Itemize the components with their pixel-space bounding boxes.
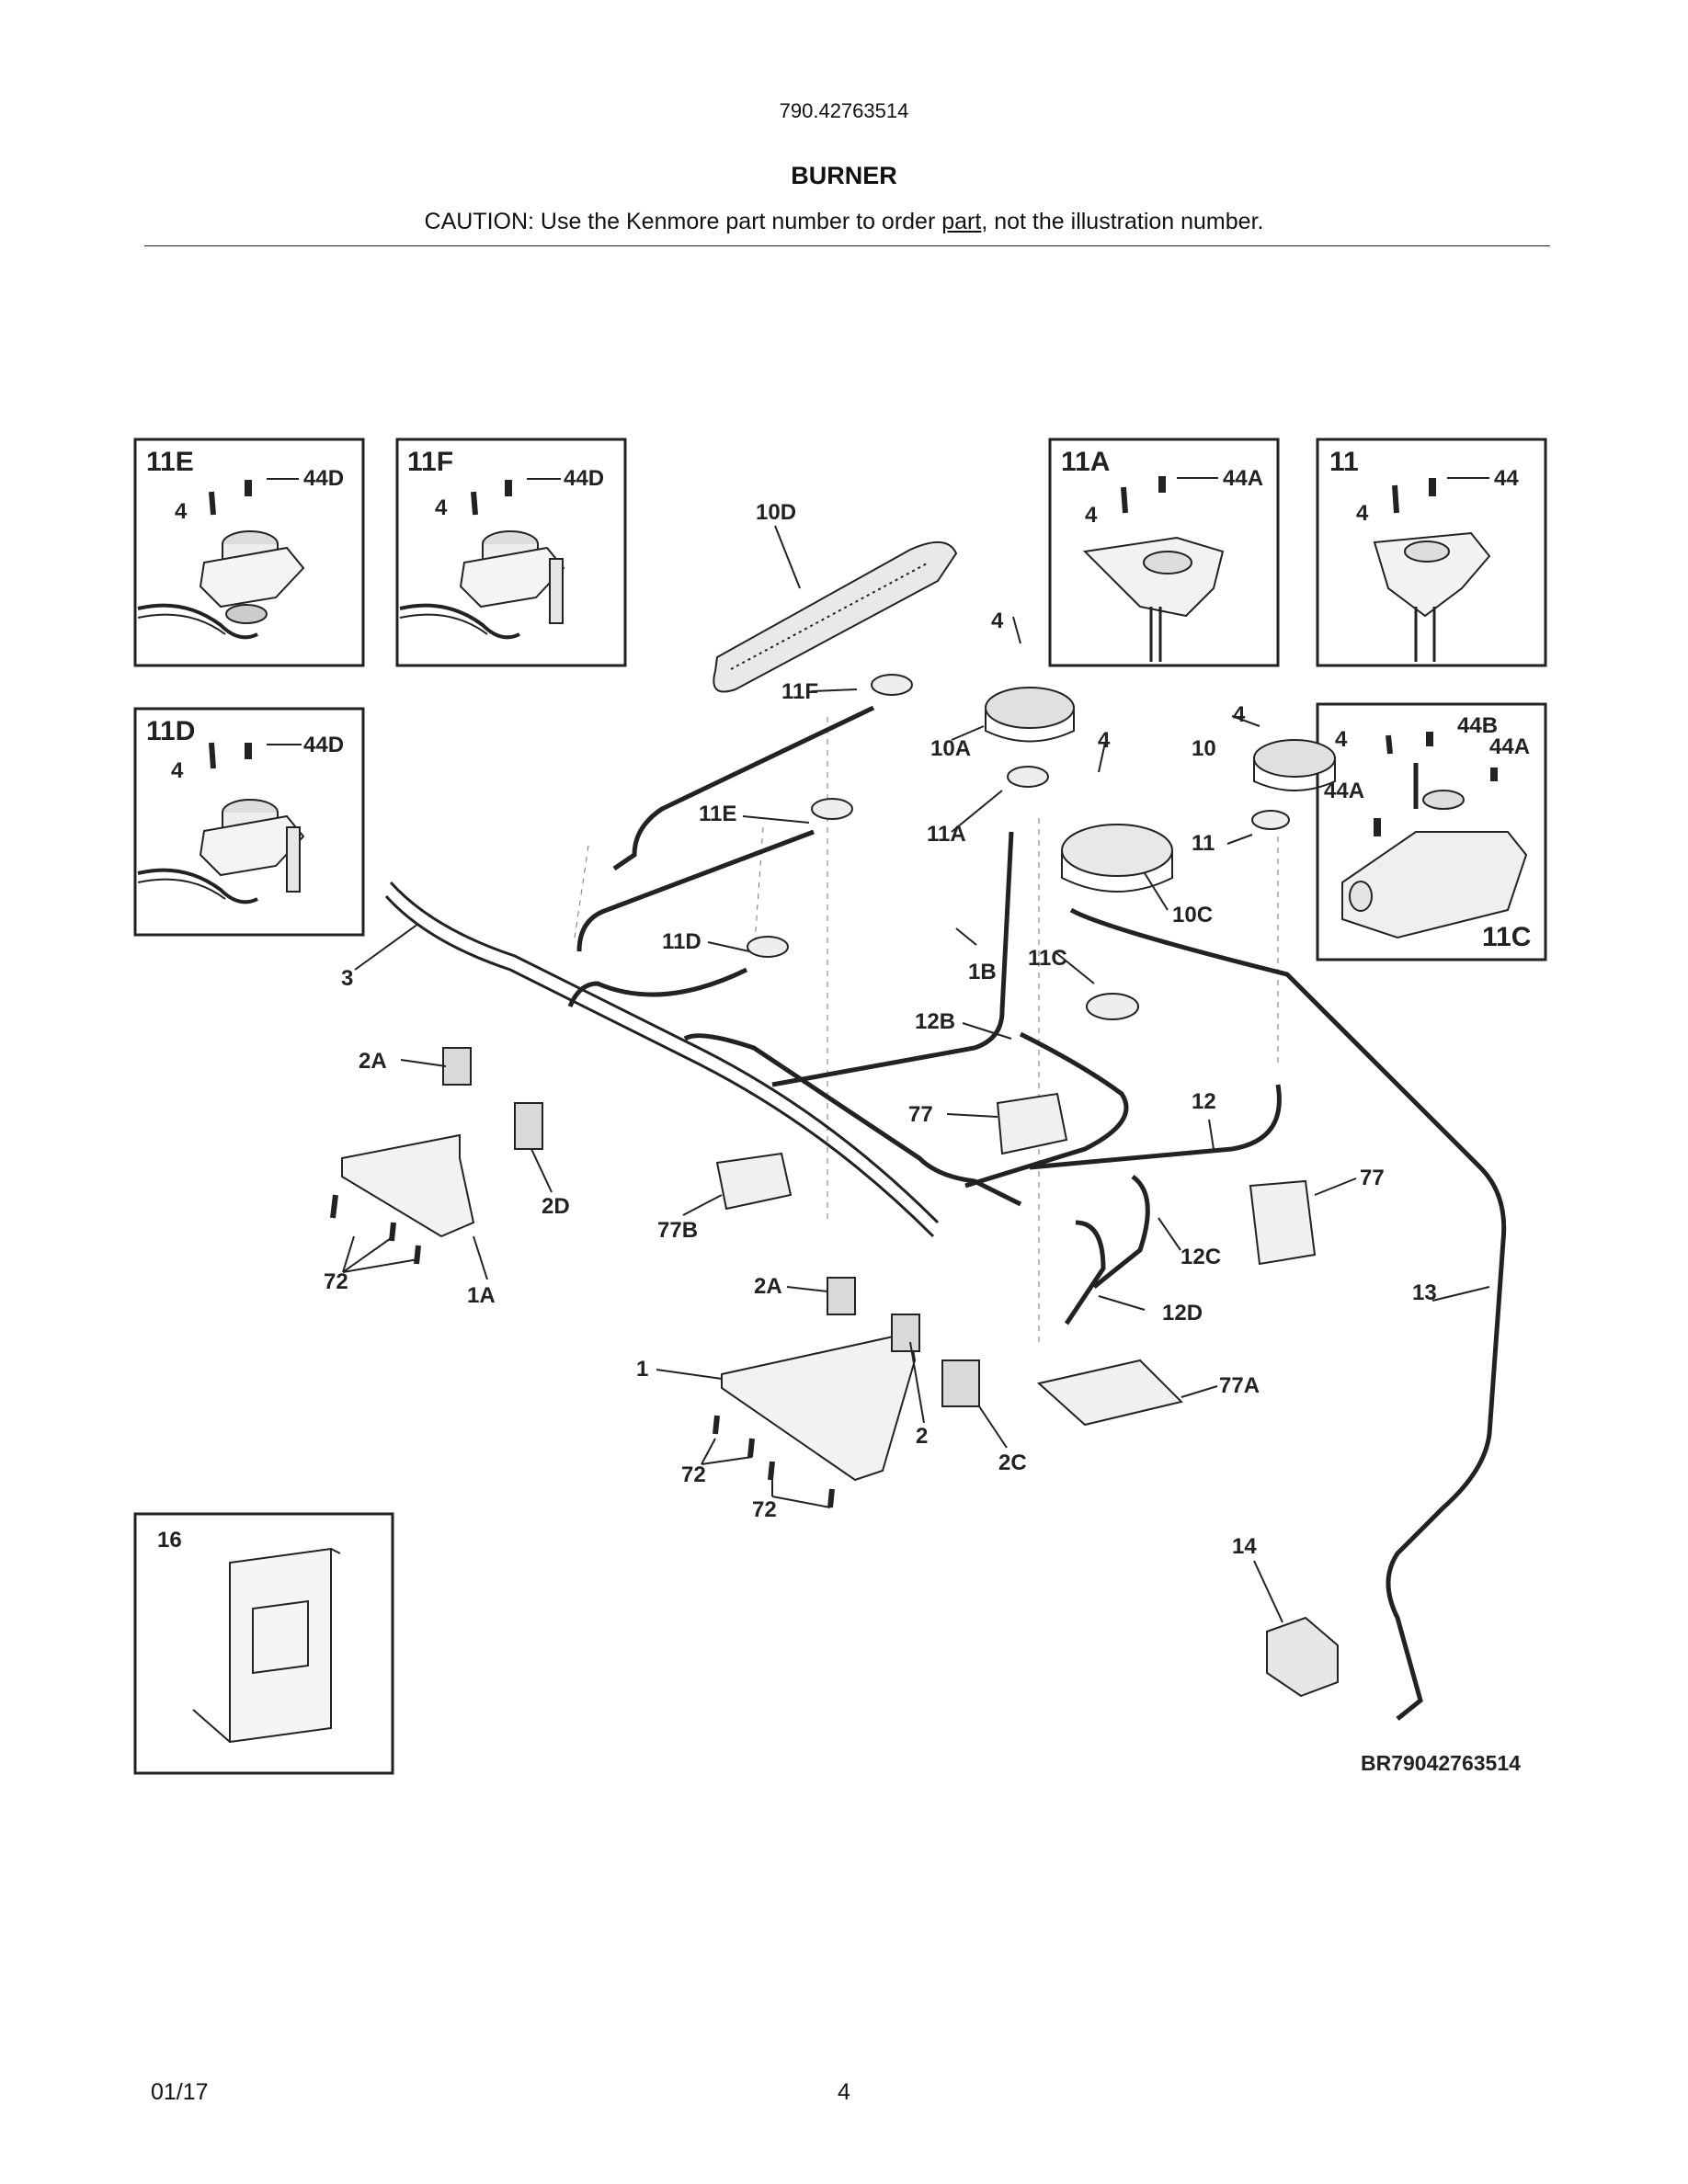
inset-11 [1316,438,1547,667]
inset-11A-cap: 44A [1223,466,1263,491]
callout-2D: 2D [542,1194,570,1219]
inset-11E-title: 11E [146,447,194,477]
inset-11-cap: 44 [1494,466,1519,491]
callout-2C: 2C [998,1450,1027,1475]
inset-11E [133,438,365,667]
callout-11A: 11A [927,822,966,847]
model-number: 790.42763514 [779,99,909,122]
callout-1B: 1B [968,960,997,984]
main-assembly [330,541,1507,1721]
callout-2A-center: 2A [754,1274,782,1299]
diagram-reference: BR79042763514 [1361,1751,1521,1775]
callout-10A: 10A [930,736,971,761]
inset-11F-screw: 4 [435,495,448,520]
footer-page-number: 4 [838,2079,850,2105]
callout-13: 13 [1412,1280,1437,1305]
inset-11F-cap: 44D [564,466,604,491]
callout-14: 14 [1232,1534,1257,1559]
callout-1A: 1A [467,1283,496,1308]
inset-11D [133,707,365,937]
callout-77-center: 77 [908,1102,933,1127]
inset-11E-screw: 4 [175,499,188,524]
inset-11A-title: 11A [1061,447,1110,477]
caution-prefix: CAUTION: Use the Kenmore part number to … [424,209,942,234]
inset-11C-cap-44A-left: 44A [1324,779,1364,803]
callout-4-right: 4 [1233,702,1246,727]
callout-72-bottom: 72 [752,1497,777,1522]
callout-2: 2 [916,1424,928,1449]
callout-72-center: 72 [681,1462,706,1487]
callout-12: 12 [1192,1089,1216,1114]
callout-77-right: 77 [1360,1166,1385,1190]
callout-11D: 11D [662,929,701,954]
caution-part-link: part [941,209,982,234]
callout-10: 10 [1192,736,1216,761]
header-rule [144,245,1550,246]
callout-4-grate: 4 [991,609,1004,633]
callout-11: 11 [1192,831,1215,856]
inset-11F [395,438,627,667]
inset-11C-screw: 4 [1335,727,1348,752]
callout-77A: 77A [1219,1373,1260,1398]
footer-date: 01/17 [151,2079,209,2105]
inset-11C-title: 11C [1482,922,1531,952]
callout-77B: 77B [657,1218,698,1243]
inset-11-screw: 4 [1356,501,1369,526]
inset-11A [1048,438,1280,667]
inset-11C [1316,702,1547,961]
callout-11E: 11E [699,802,736,826]
callout-12D: 12D [1162,1301,1203,1325]
inset-16-title: 16 [157,1528,182,1553]
caution-suffix: , not the illustration number. [981,209,1264,234]
callout-4-center: 4 [1098,728,1111,753]
callout-12C: 12C [1180,1245,1221,1269]
caution-text: CAUTION: Use the Kenmore part number to … [0,209,1688,235]
inset-11C-cap-44B: 44B [1457,713,1498,738]
callout-1: 1 [636,1357,648,1382]
inset-11C-cap-44A-right: 44A [1489,734,1530,759]
inset-11F-title: 11F [407,447,453,477]
callout-10C: 10C [1172,903,1213,927]
callout-3: 3 [341,966,353,991]
callout-2A-left: 2A [359,1049,387,1074]
inset-11D-title: 11D [146,716,195,746]
inset-11A-screw: 4 [1085,503,1098,528]
callout-10D: 10D [756,500,796,525]
callout-12B: 12B [915,1009,955,1034]
inset-16 [133,1512,394,1775]
inset-11-title: 11 [1329,447,1359,477]
leader-lines [342,525,1490,1623]
inset-11D-cap: 44D [303,733,344,757]
callout-11F: 11F [781,679,818,704]
inset-11E-cap: 44D [303,466,344,491]
callout-11C: 11C [1028,946,1067,971]
page-title: BURNER [791,162,897,189]
inset-11D-screw: 4 [171,758,184,783]
callout-72-left: 72 [324,1269,348,1294]
